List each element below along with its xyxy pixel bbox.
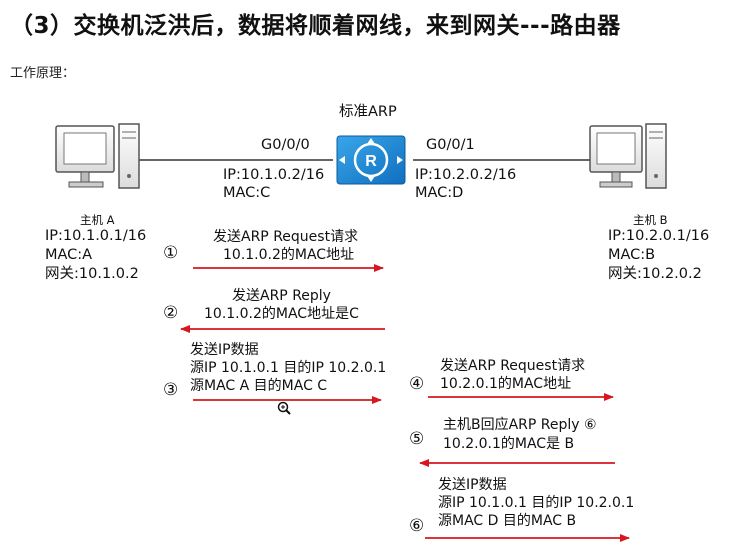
router-icon: R [336, 135, 406, 185]
host-a-computer-icon [55, 123, 140, 189]
step2-number: ② [163, 303, 179, 323]
host-a-gateway: 网关:10.1.0.2 [45, 266, 139, 282]
step4-line1: 发送ARP Request请求 [440, 358, 586, 374]
step3-number: ③ [163, 380, 179, 400]
step6-line1: 发送IP数据 [438, 477, 507, 493]
step2-line1: 发送ARP Reply [232, 288, 331, 304]
host-b-mac: MAC:B [608, 247, 656, 263]
step6-line2: 源IP 10.1.0.1 目的IP 10.2.0.1 [438, 495, 635, 511]
router-right-ip: IP:10.2.0.2/16 [415, 167, 517, 183]
step3-line3: 源MAC A 目的MAC C [190, 378, 328, 394]
step1-number: ① [163, 243, 179, 263]
router-left-mac: MAC:C [223, 185, 271, 201]
step5-number: ⑤ [409, 429, 425, 449]
host-a-name: 主机 A [80, 213, 115, 227]
router-left-port: G0/0/0 [261, 137, 310, 153]
host-b-name: 主机 B [633, 213, 668, 227]
host-b-gateway: 网关:10.2.0.2 [608, 266, 702, 282]
step5-line2: 10.2.0.1的MAC是 B [443, 436, 575, 452]
step6-line3: 源MAC D 目的MAC B [438, 513, 577, 529]
step4-line2: 10.2.0.1的MAC地址 [440, 376, 572, 392]
step3-line1: 发送IP数据 [190, 342, 259, 358]
step4-number: ④ [409, 374, 425, 394]
router-right-mac: MAC:D [415, 185, 464, 201]
host-a-mac: MAC:A [45, 247, 93, 263]
host-a-ip: IP:10.1.0.1/16 [45, 228, 147, 244]
step2-line2: 10.1.0.2的MAC地址是C [204, 306, 359, 322]
section-subtitle: 工作原理： [10, 66, 76, 81]
page-title: （3）交换机泛洪后，数据将顺着网线，来到网关---路由器 [10, 13, 621, 39]
step1-line1: 发送ARP Request请求 [213, 229, 359, 245]
router-right-port: G0/0/1 [426, 137, 475, 153]
zoom-in-cursor-icon [277, 401, 291, 415]
diagram-panel: R 标准ARP G0/0/0 G0/0/1 IP:10.1.0.2/16 MAC… [33, 96, 721, 551]
diagram-graphics: R [55, 123, 667, 542]
host-b-computer-icon [589, 123, 667, 189]
step3-line2: 源IP 10.1.0.1 目的IP 10.2.0.1 [190, 360, 387, 376]
host-b-ip: IP:10.2.0.1/16 [608, 228, 710, 244]
step6-number: ⑥ [409, 516, 425, 536]
router-left-ip: IP:10.1.0.2/16 [223, 167, 325, 183]
step5-line1: 主机B回应ARP Reply ⑥ [443, 417, 597, 433]
router-label: 标准ARP [339, 104, 397, 120]
step1-line2: 10.1.0.2的MAC地址 [223, 247, 355, 263]
svg-text:R: R [365, 153, 377, 170]
